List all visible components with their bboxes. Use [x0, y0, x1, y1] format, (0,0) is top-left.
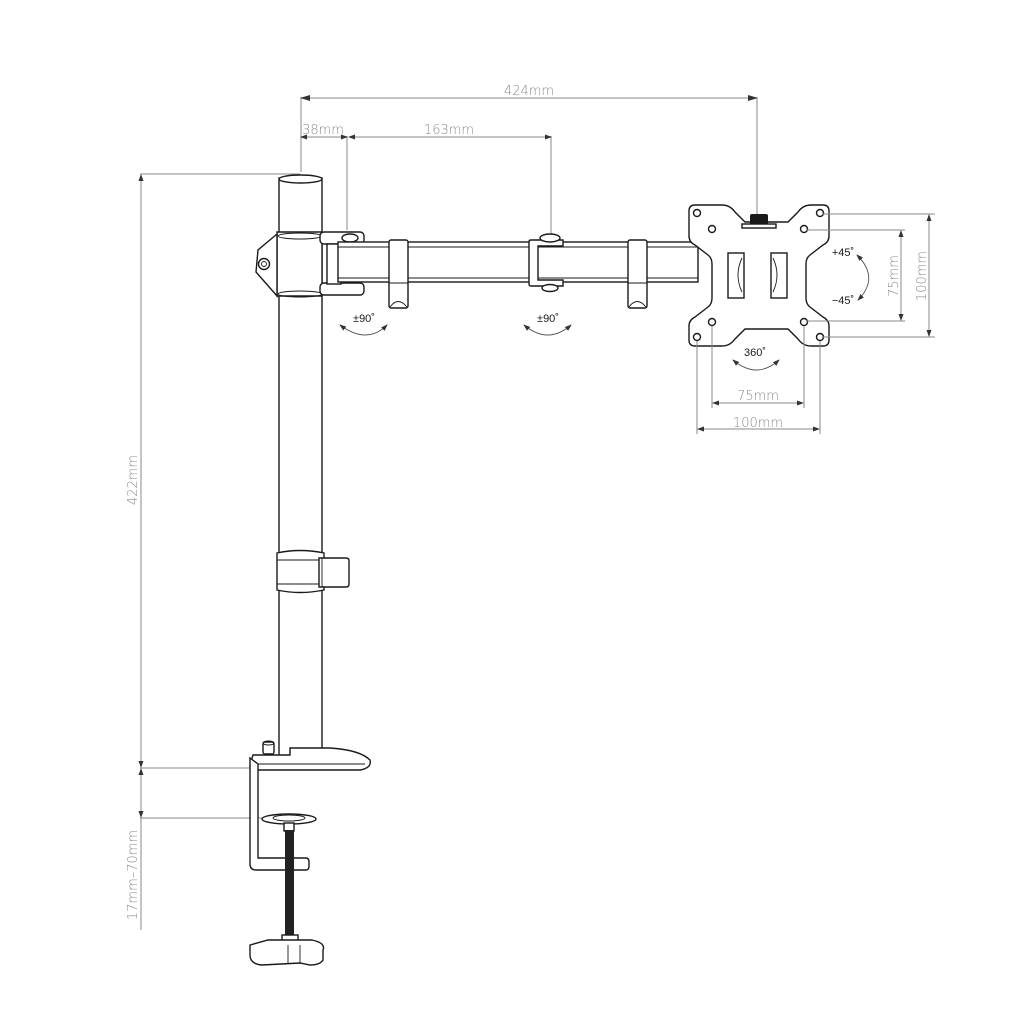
total-reach-label: 424mm [504, 84, 554, 99]
vesa-h75-label: 75mm [737, 389, 779, 404]
vesa-v100-label: 100mm [915, 251, 930, 301]
dimension-pole-height: 422mm [126, 173, 300, 769]
clamp-range-label: 17mm–70mm [126, 830, 141, 920]
first-arm-label: 163mm [424, 123, 474, 138]
pole-height-label: 422mm [126, 455, 141, 505]
dimension-pole-offset: 38mm [300, 123, 348, 230]
vesa-dimension-vertical-100: 100mm [822, 213, 935, 338]
swivel-1-label: ±90˚ [353, 313, 375, 325]
middle-joint [528, 233, 564, 293]
rotation-label: 360˚ [744, 347, 766, 359]
dimension-total-reach: 424mm [300, 84, 758, 215]
vesa-plate [688, 204, 830, 347]
swivel-annotation-2: ±90˚ [523, 313, 572, 336]
vesa-v75-label: 75mm [887, 255, 902, 297]
cable-clip-2 [627, 239, 648, 309]
dimension-first-arm: 163mm [348, 123, 552, 236]
vesa-h100-label: 100mm [733, 416, 783, 431]
c-clamp [249, 756, 325, 966]
tilt-knob [750, 214, 768, 225]
swivel-annotation-1: ±90˚ [339, 313, 388, 336]
tilt-down-label: −45˚ [832, 295, 854, 307]
tilt-annotation: +45˚ −45˚ [832, 247, 870, 307]
pole-offset-label: 38mm [302, 123, 344, 138]
tilt-up-label: +45˚ [832, 247, 854, 259]
base-plate [249, 740, 371, 771]
swivel-2-label: ±90˚ [537, 313, 559, 325]
threaded-screw [285, 830, 294, 940]
pole-collar-joint [255, 231, 365, 298]
vesa-dimension-vertical-75: 75mm [806, 229, 905, 322]
rotation-annotation: 360˚ [732, 347, 780, 371]
vesa-dimension-horizontal-100: 100mm [696, 341, 821, 434]
vesa-dimension-horizontal-75: 75mm [711, 326, 805, 408]
dimension-clamp-range: 17mm–70mm [126, 768, 265, 930]
cable-clip-1 [388, 239, 409, 309]
